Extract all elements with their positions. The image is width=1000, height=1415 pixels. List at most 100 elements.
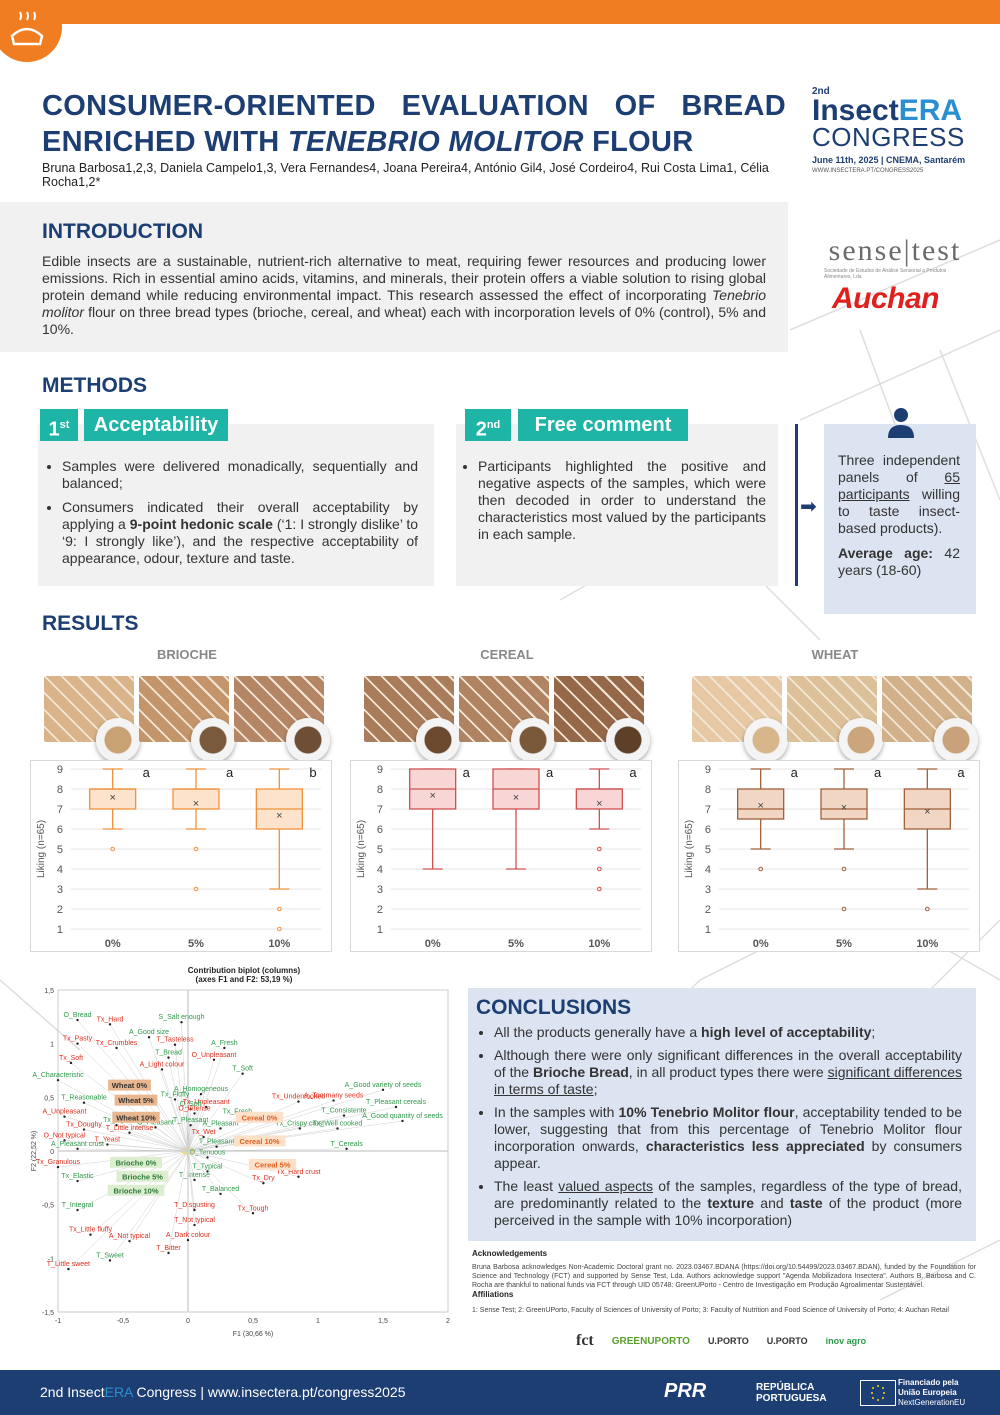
significance-letter: a [463,765,471,780]
significance-letter: a [226,765,234,780]
attribute-vector [187,1073,243,1152]
arrow-right-icon: ➡ [800,496,817,518]
panels-info: Three independent panels of 65 participa… [838,452,960,536]
attribute-label: T_Pleasant cereals [366,1099,426,1106]
y-tick-label: 4 [705,864,711,876]
wheat-slice-0% [744,718,788,762]
attribute-label: Tx_Pasty [63,1036,93,1043]
attribute-point [193,1178,196,1182]
eu-flag-icon [860,1380,896,1406]
box-iqr [820,788,868,820]
attribute-vector [187,1150,264,1184]
attribute-point [223,1046,226,1050]
biplot-attribute: T_Tasteless [156,1037,194,1152]
x-tick-label: 10% [588,938,610,950]
congress-edition: 2nd [812,86,830,97]
biplot-attribute: A_Light colour [140,1061,189,1152]
attribute-point [342,1114,346,1117]
biplot-attribute: T_Soft [187,1066,253,1152]
biplot-attribute: O_Pleasant [137,1119,189,1152]
biplot-sample: Wheat 0% [108,1079,151,1091]
attribute-vector [187,1146,217,1152]
greenuporto-logo: GREENUPORTO [611,1335,690,1347]
sample-label-bg [112,1111,160,1123]
attribute-point [381,1088,385,1092]
person-icon [886,406,916,443]
attribute-point [297,1100,300,1103]
attribute-label: A_Homogeneous [174,1086,229,1093]
attribute-point [173,1043,177,1046]
attribute-label: T_Reasonable [61,1095,107,1102]
sample-label-bg [108,1079,151,1091]
partner-logos: fct GREENUPORTO U.PORTO U.PORTO inov agr… [576,1328,886,1354]
x-tick-label: 5% [836,938,852,950]
attribute-label: T_Integral [62,1202,94,1209]
biplot-sample: Brioche 10% [107,1184,165,1196]
attribute-point [298,1127,301,1130]
attribute-vector [174,1099,189,1152]
conclusions-heading: CONCLUSIONS [476,996,632,1019]
biplot-attribute: Tx_Wet [187,1129,216,1152]
outlier-point [597,866,602,872]
method-1-bullet-1: Samples were delivered monadically, sequ… [62,458,418,492]
biplot-attribute: T_Cereals [187,1141,363,1152]
attribute-label: T_Yeast [95,1137,120,1144]
biplot-attribute: T_Sweet [96,1150,189,1262]
attribute-vector [187,1101,299,1152]
attribute-label: A_Characteristic [32,1072,84,1079]
mean-marker: × [429,790,435,802]
attribute-point [251,1212,255,1215]
outlier-point [841,866,847,872]
attribute-vector [187,1125,191,1152]
outlier-point [110,846,115,852]
attribute-point [332,1099,335,1102]
attribute-point [212,1058,216,1061]
outlier-point [277,926,282,932]
attribute-label: Tx_Undercooked [272,1094,325,1101]
y-tick-label: 5 [705,844,711,856]
attribute-point [108,1259,112,1262]
biplot-attribute: T_Bread [155,1050,189,1152]
outlier-point [193,886,199,892]
significance-letter: b [309,765,316,780]
attribute-vector [109,1150,189,1261]
biplot-sample: Cereal 10% [233,1135,286,1147]
attribute-label: T_Little intense [106,1125,154,1132]
x-tick-label: 10% [916,938,938,950]
attribute-vector [187,1106,207,1152]
poster-title: CONSUMER-ORIENTED EVALUATION OF BREAD EN… [42,88,786,160]
y-tick-label: 0,5 [44,1095,54,1102]
y-tick-label: 9 [377,764,383,776]
attribute-vector [161,1069,189,1152]
attribute-point [82,1128,86,1131]
y-tick-label: 7 [57,804,63,816]
significance-letter: a [874,765,882,780]
mean-marker: × [276,810,282,822]
auchan-logo: Auchan [832,282,940,315]
biplot-attribute: A_Dark colour [166,1151,211,1242]
attribute-label: A_Unpleasant [43,1109,87,1116]
attribute-vector [187,1150,254,1214]
biplot-attribute: T_Not typical [174,1150,215,1227]
biplot-attribute: T_Pleasant [187,1139,234,1152]
attribute-point [154,1126,157,1129]
attribute-point [76,1018,79,1022]
biplot-panel: Contribution biplot (columns) (axes F1 a… [28,966,460,1346]
y-tick-label: 1 [705,924,711,936]
attribute-point [401,1119,404,1123]
y-tick-label: 6 [377,824,383,836]
attribute-label: O_Soft [180,1101,202,1108]
y-tick-label: 1,5 [44,988,54,995]
attribute-vector [187,1150,221,1195]
y-axis-label: Liking (n=65) [356,820,367,878]
attribute-point [108,1023,112,1026]
y-tick-label: 3 [57,884,63,896]
attribute-vector [83,1102,189,1152]
attribute-point [160,1068,164,1071]
attribute-point [193,1112,196,1115]
attribute-vector [187,1150,195,1226]
biplot-sample: Wheat 10% [112,1111,160,1123]
x-tick-label: 2 [446,1318,450,1325]
uporto-logo-1: U.PORTO [707,1336,749,1346]
